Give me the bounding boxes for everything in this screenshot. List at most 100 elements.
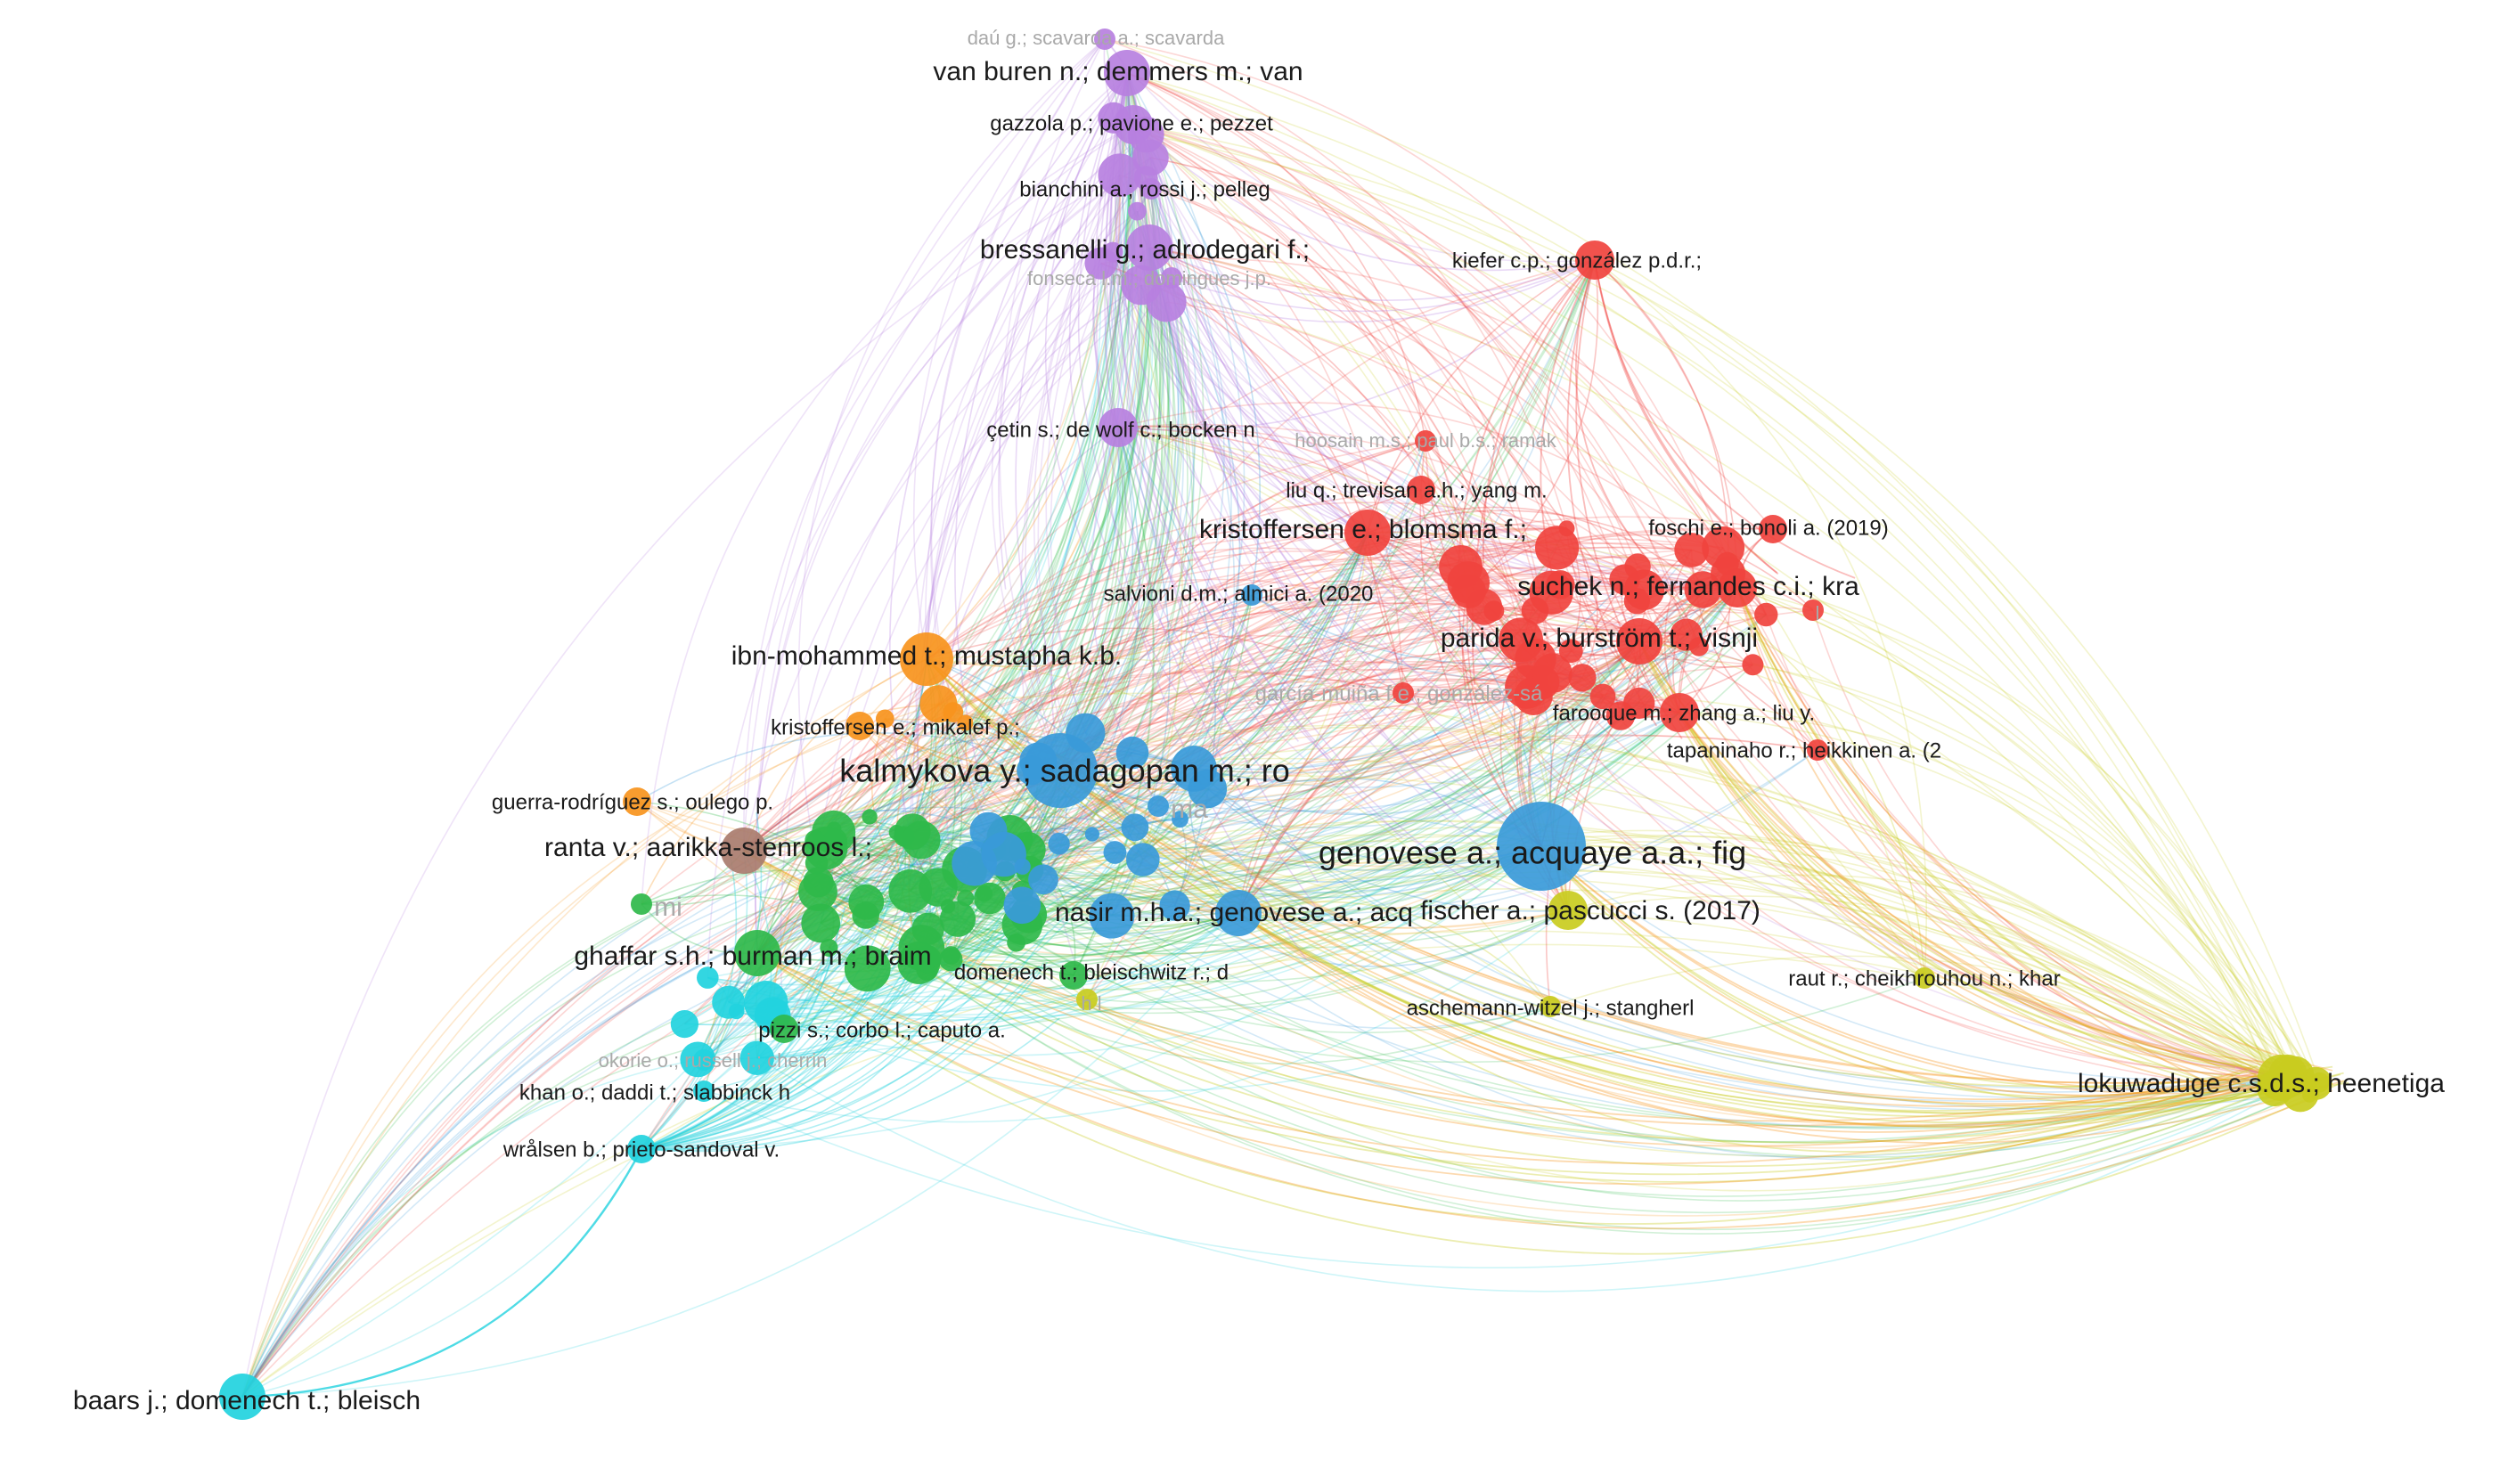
- node-genovese[interactable]: [1497, 802, 1586, 891]
- publication-node[interactable]: [898, 925, 945, 971]
- node-tapaninaho[interactable]: [1807, 739, 1828, 761]
- node-wralsen[interactable]: [627, 1135, 656, 1163]
- node-label-domenech[interactable]: domenech t.; bleischwitz r.; d: [954, 960, 1229, 984]
- node-guerra[interactable]: [623, 787, 651, 816]
- node-kiefer[interactable]: [1575, 241, 1614, 280]
- publication-node[interactable]: [1172, 811, 1189, 828]
- node-domenech[interactable]: [1059, 961, 1088, 990]
- node-bressanelli[interactable]: [1126, 224, 1172, 271]
- node-lokuwaduge[interactable]: [2258, 1055, 2304, 1101]
- node-kristoffersen[interactable]: [1344, 510, 1391, 556]
- node-label-ma[interactable]: ma: [1171, 795, 1208, 824]
- node-label-fonseca[interactable]: fonseca l.m.; domingues j.p.: [1027, 267, 1271, 289]
- publication-node[interactable]: [1754, 602, 1778, 627]
- node-mi[interactable]: [631, 893, 652, 915]
- publication-node[interactable]: [1684, 571, 1721, 608]
- node-label-nasir[interactable]: nasir m.h.a.; genovese a.; acq: [1055, 898, 1413, 927]
- publication-node[interactable]: [974, 882, 1006, 915]
- publication-node[interactable]: [1048, 833, 1070, 855]
- node-farooque[interactable]: [1660, 693, 1699, 732]
- publication-node[interactable]: [862, 809, 878, 825]
- node-label-kalmykova[interactable]: kalmykova y.; sadagopan m.; ro: [839, 753, 1290, 789]
- node-label-hoosain[interactable]: hoosain m.s.; paul b.s.; ramak: [1295, 429, 1556, 452]
- publication-node[interactable]: [697, 966, 719, 989]
- node-suchek[interactable]: [1718, 568, 1757, 607]
- node-nasir[interactable]: [1215, 890, 1262, 936]
- publication-node[interactable]: [943, 702, 964, 722]
- node-okorie[interactable]: [693, 1049, 715, 1071]
- publication-node[interactable]: [1674, 533, 1710, 567]
- publication-node[interactable]: [1689, 637, 1709, 656]
- node-aschemann[interactable]: [1540, 996, 1561, 1017]
- node-label-baars[interactable]: baars j.; domenech t.; bleisch: [73, 1386, 421, 1415]
- node-label-gazzola[interactable]: gazzola p.; pavione e.; pezzet: [990, 111, 1273, 135]
- node-ghaffar[interactable]: [734, 930, 780, 976]
- node-label-cetin[interactable]: çetin s.; de wolf c.; bocken n: [986, 418, 1255, 442]
- publication-node[interactable]: [939, 901, 976, 937]
- publication-node[interactable]: [1171, 746, 1217, 792]
- publication-node[interactable]: [1115, 736, 1149, 770]
- node-label-wralsen[interactable]: wrålsen b.; prieto-sandoval v.: [502, 1137, 780, 1162]
- publication-node[interactable]: [1623, 569, 1665, 610]
- node-label-parida[interactable]: parida v.; burström t.; visnji: [1441, 624, 1758, 653]
- publication-node[interactable]: [1589, 683, 1616, 710]
- node-dau[interactable]: [1094, 29, 1115, 50]
- node-label-okorie[interactable]: okorie o.; russell j.; cherrin: [599, 1049, 828, 1072]
- node-label-lokuwaduge[interactable]: lokuwaduge c.s.d.s.; heenetiga: [2078, 1069, 2445, 1098]
- publication-node[interactable]: [2299, 1066, 2332, 1100]
- node-kristoffersen2[interactable]: [845, 712, 874, 740]
- node-raut[interactable]: [1914, 967, 1935, 989]
- node-cetin[interactable]: [1099, 408, 1138, 447]
- publication-node[interactable]: [876, 709, 894, 729]
- node-khan[interactable]: [693, 1080, 715, 1102]
- publication-node[interactable]: [1098, 153, 1141, 197]
- publication-node[interactable]: [1535, 526, 1580, 570]
- node-label-guerra[interactable]: guerra-rodríguez s.; oulego p.: [492, 790, 773, 814]
- publication-node[interactable]: [848, 884, 885, 920]
- publication-node[interactable]: [1568, 664, 1597, 692]
- node-label-dau[interactable]: daú g.; scavarda a.; scavarda: [968, 27, 1225, 49]
- publication-node[interactable]: [1102, 241, 1123, 263]
- node-label-salvioni[interactable]: salvioni d.m.; almici a. (2020: [1104, 582, 1374, 606]
- node-label-aschemann[interactable]: aschemann-witzel j.; stangherl: [1407, 996, 1695, 1020]
- publication-node[interactable]: [1128, 201, 1147, 221]
- publication-node[interactable]: [1742, 654, 1764, 676]
- publication-node[interactable]: [803, 867, 834, 898]
- publication-node[interactable]: [744, 981, 788, 1025]
- node-label-garcia[interactable]: garcía-muiña f.e.; gonzález-sá: [1255, 681, 1543, 705]
- node-fischer[interactable]: [1548, 891, 1588, 930]
- publication-node[interactable]: [1146, 281, 1187, 322]
- node-label-ibn[interactable]: ibn-mohammed t.; mustapha k.b.: [731, 641, 1123, 671]
- node-label-mi[interactable]: mi: [654, 893, 682, 922]
- publication-node[interactable]: [939, 948, 963, 972]
- node-label-suchek[interactable]: suchek n.; fernandes c.i.; kra: [1517, 572, 1859, 601]
- publication-node[interactable]: [712, 985, 746, 1019]
- node-ranta[interactable]: [721, 828, 767, 874]
- node-gazzola[interactable]: [1114, 105, 1153, 144]
- node-foschi[interactable]: [1759, 515, 1787, 543]
- node-bianchini[interactable]: [1140, 178, 1162, 200]
- node-label-foschi[interactable]: foschi e.; bonoli a. (2019): [1648, 516, 1889, 540]
- node-label-kiefer[interactable]: kiefer c.p.; gonzález p.d.r.;: [1452, 249, 1702, 273]
- publication-node[interactable]: [820, 938, 838, 957]
- publication-node[interactable]: [1126, 843, 1160, 877]
- node-label-vanburen[interactable]: van buren n.; demmers m.; van: [933, 57, 1303, 86]
- node-label-tapaninaho[interactable]: tapaninaho r.; heikkinen a. (2: [1667, 738, 1941, 762]
- publication-node[interactable]: [1499, 617, 1543, 663]
- node-label-fischer[interactable]: fischer a.; pascucci s. (2017): [1420, 896, 1760, 925]
- publication-node[interactable]: [844, 945, 891, 992]
- node-hoosain[interactable]: [1415, 430, 1436, 452]
- node-garcia[interactable]: [1393, 682, 1414, 704]
- publication-node[interactable]: [805, 829, 826, 851]
- publication-node[interactable]: [981, 831, 1026, 877]
- node-label-pizzi[interactable]: pizzi s.; corbo l.; caputo a.: [758, 1018, 1005, 1042]
- publication-node[interactable]: [957, 714, 974, 731]
- publication-node[interactable]: [1089, 893, 1135, 939]
- node-label-kristoffersen[interactable]: kristoffersen e.; blomsma f.;: [1199, 515, 1527, 544]
- publication-node[interactable]: [1084, 827, 1099, 842]
- publication-node[interactable]: [902, 820, 941, 860]
- node-label-kristoffersen2[interactable]: kristoffersen e.; mikalef p.;: [771, 715, 1020, 739]
- node-iblank[interactable]: [1802, 599, 1824, 621]
- node-label-bressanelli[interactable]: bressanelli g.; adrodegari f.;: [980, 235, 1310, 265]
- publication-node[interactable]: [670, 1010, 699, 1039]
